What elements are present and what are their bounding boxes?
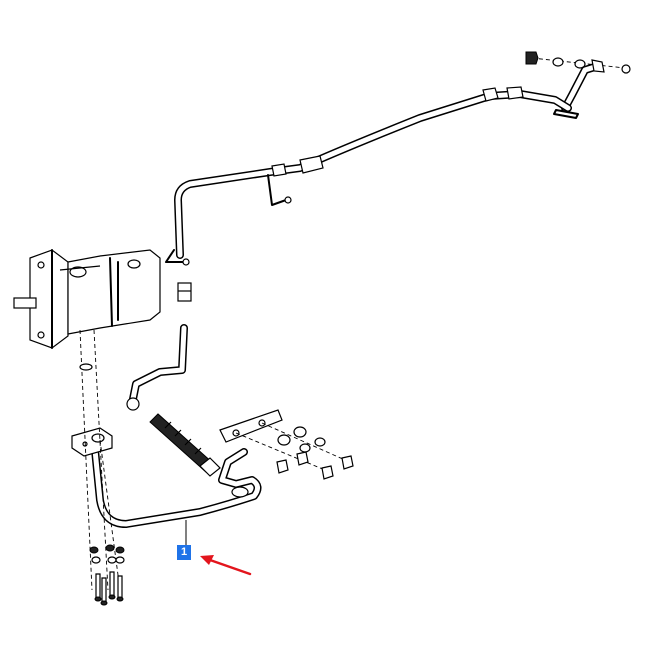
top-o-ring [621, 64, 631, 74]
top-right-fitting-assembly [525, 51, 631, 119]
callout-label-1[interactable]: 1 [177, 545, 191, 560]
pipe-fittings [126, 282, 192, 411]
union-fitting-top [482, 87, 499, 102]
top-washer-1 [552, 57, 564, 67]
upper-pipe [165, 86, 572, 266]
top-washer-2 [574, 59, 586, 69]
red-arrow [200, 555, 252, 576]
union-fitting-mid [299, 155, 324, 174]
straight-union [177, 282, 192, 302]
pump-shaft [13, 297, 37, 309]
lower-pipe-part-1 [91, 446, 262, 528]
pump-o-ring [79, 363, 93, 371]
bottom-fasteners [89, 544, 125, 606]
flange-block [71, 427, 113, 457]
banjo-bolt [525, 51, 539, 65]
mounting-bracket [219, 409, 354, 480]
assembly-lines [79, 329, 121, 591]
flexible-hose [149, 413, 221, 477]
hydraulic-pump [13, 249, 161, 349]
